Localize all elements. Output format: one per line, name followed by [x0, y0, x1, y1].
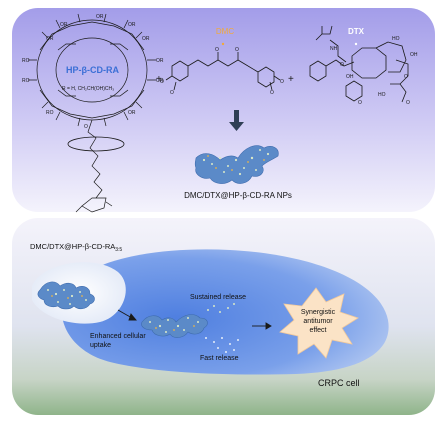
svg-text:O: O [404, 74, 408, 80]
r-group-label: R = H, CH₂CH(OH)CH₃ [62, 86, 114, 92]
rotation-arc [67, 136, 125, 152]
dmc-structure [165, 52, 281, 91]
svg-text:O: O [170, 90, 174, 96]
svg-text:OR: OR [128, 110, 136, 116]
effect-arrow [252, 322, 272, 330]
svg-text:NH: NH [330, 46, 338, 52]
dmc-marker [221, 42, 225, 46]
oxygen-labels: OR OR OR OR OR RO RO OR OR RO OR O [22, 14, 164, 130]
svg-text:OH: OH [346, 74, 354, 80]
synergy-starburst [279, 287, 359, 359]
enhanced-uptake-line2: uptake [90, 342, 111, 349]
svg-text:OR: OR [46, 36, 54, 42]
dtx-structure [309, 25, 409, 103]
nanoparticle-cluster-top [194, 145, 279, 184]
svg-text:OR: OR [156, 58, 164, 64]
svg-text:O: O [215, 47, 219, 53]
svg-text:O: O [235, 47, 239, 53]
plus-sign-1: + [156, 74, 162, 85]
svg-text:OR: OR [96, 14, 104, 20]
svg-text:OR: OR [60, 22, 68, 28]
effect-line1: Synergistic [301, 309, 336, 316]
dmc-label: DMC [216, 27, 234, 36]
svg-text:O: O [340, 62, 344, 68]
effect-line2: antitumor [303, 318, 333, 325]
svg-text:OR: OR [142, 36, 150, 42]
enhanced-uptake-line1: Enhanced cellular [90, 333, 146, 340]
plus-sign-2: + [288, 74, 294, 85]
dtx-label: DTX [348, 27, 365, 36]
svg-text:RO: RO [22, 78, 30, 84]
top-panel-background [12, 8, 435, 212]
svg-text:O: O [406, 100, 410, 106]
svg-text:RO: RO [46, 110, 54, 116]
svg-text:O: O [84, 124, 88, 130]
svg-text:OR: OR [128, 22, 136, 28]
cyclodextrin-label: HP-β-CD-RA [66, 65, 119, 75]
svg-text:OH: OH [410, 52, 418, 58]
formation-arrow [229, 110, 244, 131]
dtx-marker [354, 42, 358, 46]
cyclodextrin-structure [28, 13, 156, 213]
fast-release-label: Fast release [200, 355, 239, 362]
sustained-release-label: Sustained release [190, 294, 246, 301]
svg-text:HO: HO [378, 92, 386, 98]
svg-text:O: O [358, 100, 362, 106]
formulation-label: DMC/DTX@HP-β-CD-RA3:5 [30, 242, 122, 253]
nanoparticle-label: DMC/DTX@HP-β-CD-RA NPs [184, 191, 292, 200]
svg-text:RO: RO [22, 58, 30, 64]
uptake-arrow [117, 309, 137, 321]
nanoparticle-cluster-inside [141, 314, 208, 338]
svg-text:O: O [280, 79, 284, 85]
nanoparticle-cluster-entering [37, 281, 95, 310]
svg-text:OR: OR [156, 78, 164, 84]
effect-line3: effect [310, 327, 327, 334]
bottom-panel: DMC/DTX@HP-β-CD-RA3:5 Enhanced cellular … [12, 218, 435, 415]
svg-text:HO: HO [392, 36, 400, 42]
sustained-release-dots [207, 303, 235, 313]
crpc-cell-label: CRPC cell [318, 378, 360, 388]
svg-text:O: O [160, 79, 164, 85]
fast-release-dots [205, 337, 239, 353]
svg-text:O: O [270, 90, 274, 96]
